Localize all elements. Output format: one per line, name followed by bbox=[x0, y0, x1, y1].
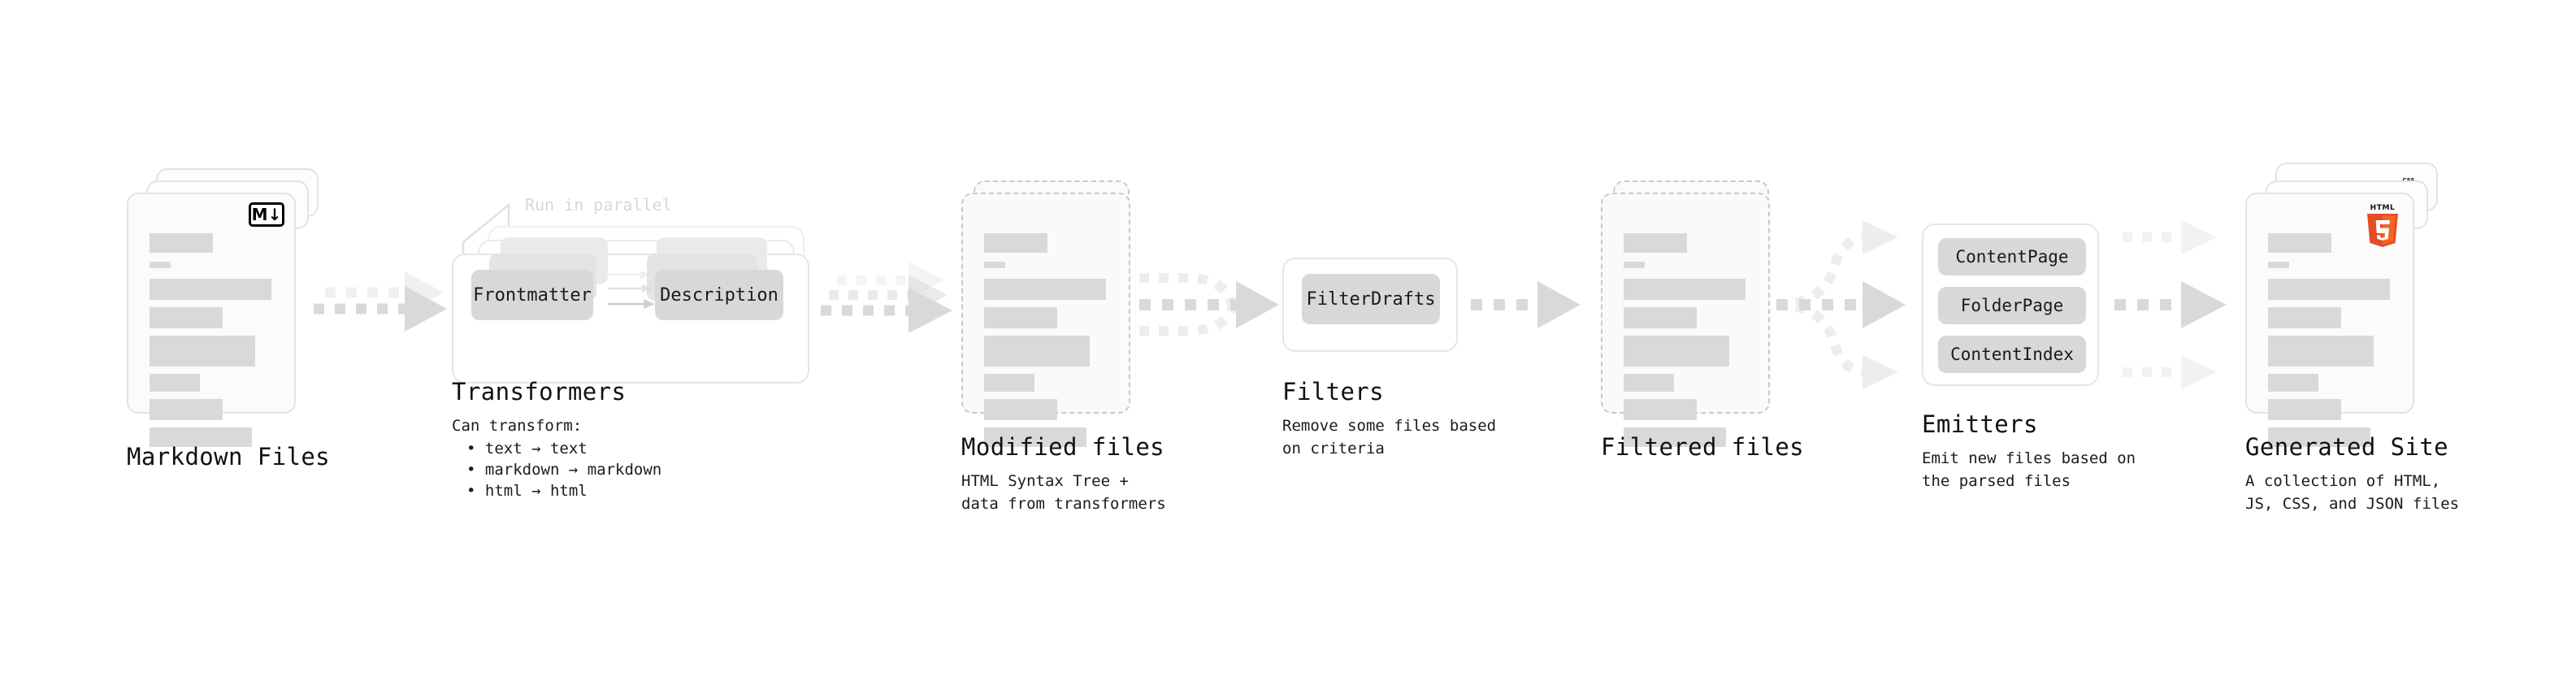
transformers-item-2: • html → html bbox=[466, 482, 588, 500]
doc-bar bbox=[1624, 336, 1729, 367]
chip-filterdrafts[interactable]: FilterDrafts bbox=[1302, 274, 1440, 324]
doc-bar bbox=[2268, 336, 2374, 367]
doc-bar bbox=[150, 336, 255, 367]
doc-bar bbox=[2268, 427, 2370, 447]
doc-bar bbox=[984, 233, 1047, 253]
html5-icon: HTML bbox=[2367, 204, 2398, 247]
arrow-filters-to-filtered bbox=[1471, 281, 1581, 328]
arrow-modified-to-filters bbox=[1139, 273, 1279, 336]
chip-frontmatter-label: Frontmatter bbox=[473, 284, 592, 306]
chip-folderpage[interactable]: FolderPage bbox=[1938, 287, 2086, 324]
chip-filterdrafts-label: FilterDrafts bbox=[1306, 288, 1436, 310]
doc-bar bbox=[984, 279, 1106, 300]
doc-bar bbox=[150, 307, 223, 328]
stage-caption-modified-files: Modified files bbox=[961, 433, 1165, 461]
doc-bar bbox=[1624, 399, 1697, 420]
chip-contentindex[interactable]: ContentIndex bbox=[1938, 336, 2086, 373]
chip-frontmatter[interactable]: Frontmatter bbox=[471, 270, 593, 320]
doc-bar bbox=[1624, 279, 1746, 300]
transformer-group-front: Frontmatter Description bbox=[452, 237, 809, 384]
chip-description-label: Description bbox=[660, 284, 778, 306]
doc-bar bbox=[1624, 374, 1674, 392]
run-in-parallel-bracket bbox=[462, 202, 510, 258]
emitters-group: ContentPage FolderPage ContentIndex bbox=[1922, 223, 2099, 386]
stage-caption-transformers: Transformers bbox=[452, 378, 627, 406]
markdown-icon: M↓ bbox=[249, 202, 284, 227]
doc-bar bbox=[2268, 307, 2341, 328]
doc-bar bbox=[150, 374, 200, 392]
svg-text:HTML: HTML bbox=[2370, 204, 2396, 212]
doc-bar bbox=[2268, 262, 2289, 268]
arrow-emitters-to-site bbox=[2114, 220, 2227, 389]
doc-bar bbox=[150, 399, 223, 420]
file-card-front bbox=[1601, 193, 1770, 447]
doc-bar bbox=[150, 279, 271, 300]
chip-description[interactable]: Description bbox=[655, 270, 783, 320]
doc-bar bbox=[150, 262, 171, 268]
doc-bar bbox=[984, 307, 1057, 328]
doc-bar bbox=[984, 399, 1057, 420]
doc-bar bbox=[984, 374, 1034, 392]
doc-bar bbox=[984, 427, 1086, 447]
transformer-inner-arrows bbox=[608, 271, 655, 309]
stage-caption-filtered-files: Filtered files bbox=[1601, 433, 1805, 461]
chip-contentpage[interactable]: ContentPage bbox=[1938, 238, 2086, 275]
file-card-front: HTML bbox=[2245, 193, 2414, 447]
arrow-transformers-to-modified bbox=[821, 262, 952, 333]
doc-bar bbox=[1624, 427, 1726, 447]
doc-bar bbox=[2268, 279, 2390, 300]
doc-bar bbox=[2268, 399, 2341, 420]
doc-bar bbox=[1624, 262, 1645, 268]
transformers-item-1: • markdown → markdown bbox=[466, 461, 662, 479]
doc-bar bbox=[2268, 374, 2318, 392]
file-card-front: M↓ bbox=[127, 193, 296, 447]
transformers-item-0: • text → text bbox=[466, 440, 588, 458]
filters-description: Remove some files based on criteria bbox=[1282, 417, 1497, 458]
stage-caption-generated-site: Generated Site bbox=[2245, 433, 2449, 461]
transformers-description-heading: Can transform: bbox=[452, 417, 583, 435]
markdown-icon-arrow: ↓ bbox=[267, 205, 282, 224]
markdown-icon-letter: M bbox=[251, 205, 268, 224]
arrow-markdown-to-transformers bbox=[314, 271, 447, 332]
modified-files-description: HTML Syntax Tree + data from transformer… bbox=[961, 472, 1166, 513]
run-in-parallel-label: Run in parallel bbox=[525, 195, 672, 215]
doc-bar bbox=[2268, 233, 2331, 253]
chip-contentpage-label: ContentPage bbox=[1955, 247, 2069, 267]
stage-caption-markdown-files: Markdown Files bbox=[127, 443, 331, 471]
stage-caption-emitters: Emitters bbox=[1922, 410, 2038, 438]
generated-site-description: A collection of HTML, JS, CSS, and JSON … bbox=[2245, 472, 2460, 513]
doc-bar bbox=[1624, 233, 1687, 253]
stage-caption-filters: Filters bbox=[1282, 378, 1385, 406]
doc-bar bbox=[1624, 307, 1697, 328]
doc-bar bbox=[984, 262, 1005, 268]
file-card-front bbox=[961, 193, 1130, 447]
doc-bar bbox=[150, 233, 213, 253]
arrow-filtered-to-emitters bbox=[1776, 220, 1906, 389]
filters-group: FilterDrafts bbox=[1282, 258, 1458, 352]
chip-folderpage-label: FolderPage bbox=[1960, 296, 2064, 315]
emitters-description: Emit new files based on the parsed files bbox=[1922, 449, 2136, 490]
chip-contentindex-label: ContentIndex bbox=[1950, 345, 2074, 364]
doc-bar bbox=[984, 336, 1090, 367]
doc-bar bbox=[150, 427, 252, 447]
